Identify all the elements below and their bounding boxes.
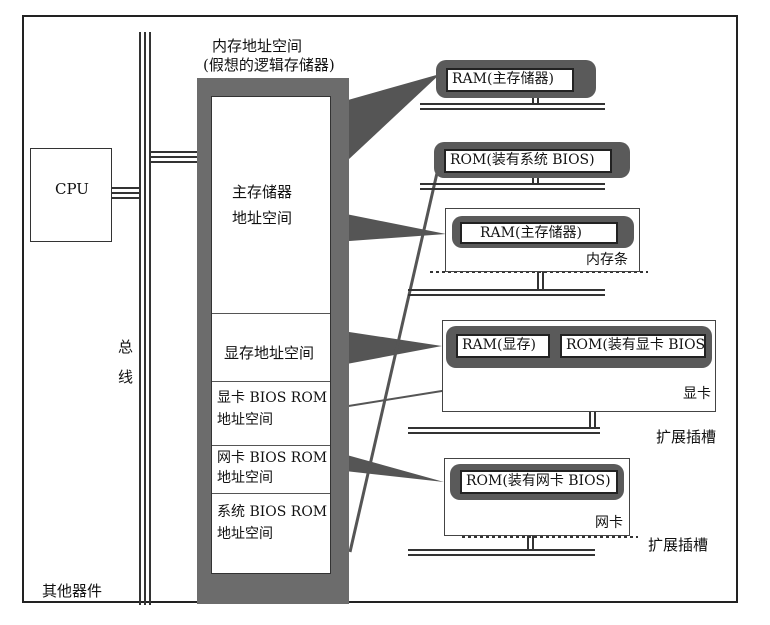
- video-card-label: 显卡: [683, 386, 711, 402]
- segment-net-bios-line2: 地址空间: [217, 470, 273, 486]
- slot-bars: [408, 103, 605, 556]
- outer-frame: [22, 15, 738, 603]
- bus-label-bottom: 线: [118, 368, 134, 386]
- cpu-bus-link: [111, 187, 140, 199]
- system-bus: [139, 32, 151, 605]
- segment-vram-label: 显存地址空间: [224, 344, 315, 362]
- segment-video-bios: 显卡 BIOS ROM 地址空间: [212, 382, 330, 446]
- network-card-label: 网卡: [595, 515, 623, 531]
- segment-video-bios-line2: 地址空间: [217, 412, 273, 428]
- rom-net-bios-chip: ROM(装有网卡 BIOS): [460, 470, 618, 494]
- segment-system-bios: 系统 BIOS ROM 地址空间: [212, 494, 330, 573]
- address-space-title: 内存地址空间: [212, 37, 303, 55]
- bus-label-top: 总: [118, 338, 134, 356]
- segment-main-line1: 主存储器: [232, 183, 293, 201]
- segment-sys-bios-line2: 地址空间: [217, 526, 273, 542]
- expansion-slot-label-2: 扩展插槽: [648, 536, 709, 554]
- address-space-inner: 主存储器 地址空间 显存地址空间 显卡 BIOS ROM 地址空间 网卡 BIO…: [211, 96, 331, 574]
- other-devices-label: 其他器件: [42, 582, 103, 600]
- segment-main-line2: 地址空间: [232, 209, 293, 227]
- bus-memory-link: [150, 151, 197, 163]
- expansion-slot-label-1: 扩展插槽: [656, 428, 717, 446]
- segment-vram: 显存地址空间: [212, 314, 330, 382]
- rom-system-bios-chip: ROM(装有系统 BIOS): [444, 149, 612, 173]
- ram-vram-chip: RAM(显存): [456, 334, 550, 358]
- cpu-label: CPU: [55, 180, 89, 198]
- segment-main-memory: 主存储器 地址空间: [212, 97, 330, 314]
- segment-video-bios-line1: 显卡 BIOS ROM: [217, 390, 328, 406]
- ram-main-2-chip: RAM(主存储器): [460, 222, 618, 244]
- segment-net-bios: 网卡 BIOS ROM 地址空间: [212, 446, 330, 494]
- segment-net-bios-line1: 网卡 BIOS ROM: [217, 450, 328, 466]
- memory-module-label: 内存条: [586, 252, 628, 268]
- memory-address-space: 主存储器 地址空间 显存地址空间 显卡 BIOS ROM 地址空间 网卡 BIO…: [197, 78, 349, 604]
- address-space-subtitle: (假想的逻辑存储器): [203, 56, 335, 74]
- rom-video-bios-chip: ROM(装有显卡 BIOS): [560, 334, 706, 358]
- segment-sys-bios-line1: 系统 BIOS ROM: [217, 504, 328, 520]
- cpu-box: CPU: [30, 148, 112, 242]
- mapping-wedges: [336, 74, 446, 482]
- ram-main-1-chip: RAM(主存储器): [446, 68, 574, 92]
